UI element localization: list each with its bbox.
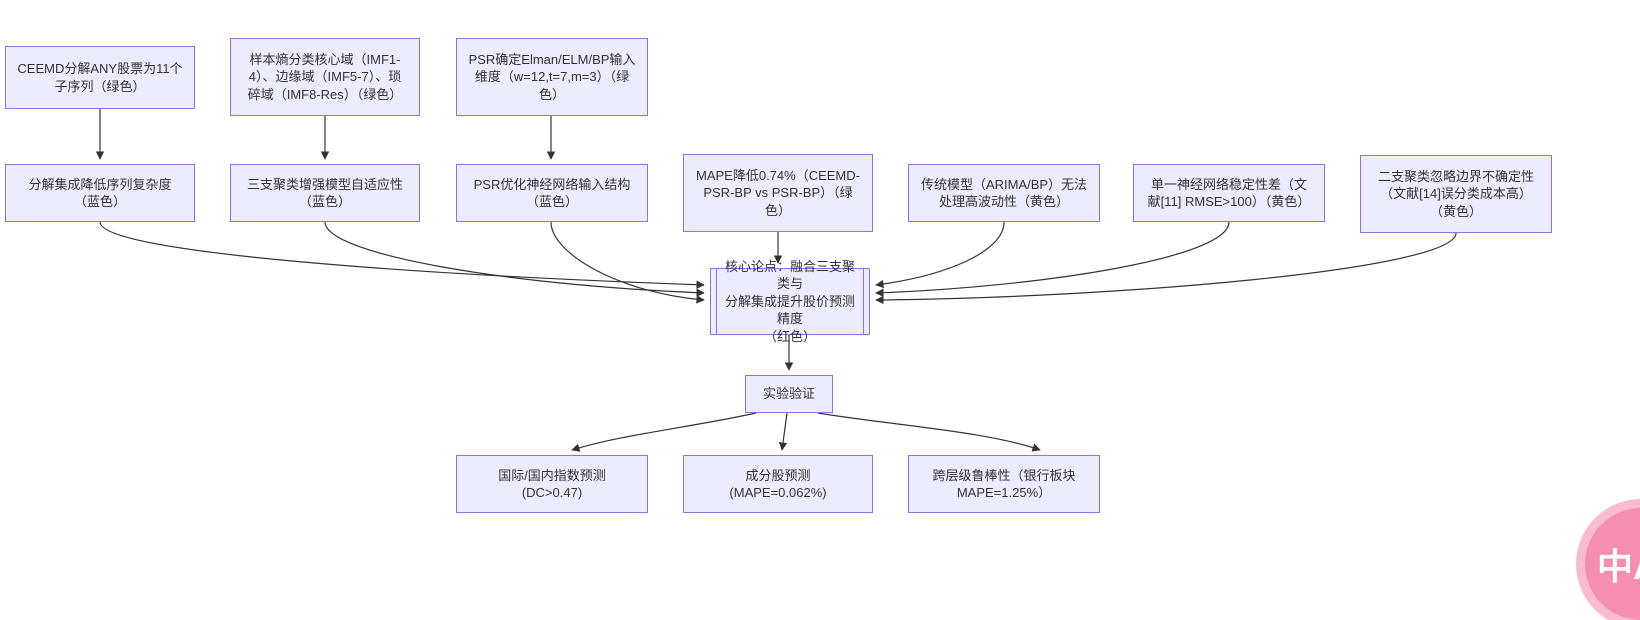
node-psr-input-dimension: PSR确定Elman/ELM/BP输入 维度（w=12,t=7,m=3）（绿 色… [456,38,648,116]
edge-d-k [99,221,705,289]
flowchart-canvas: CEEMD分解ANY股票为11个 子序列（绿色） 样本熵分类核心域（IMF1- … [5,38,1640,620]
node-index-prediction: 国际/国内指数预测 (DC>0.47) [456,455,648,513]
node-label: 跨层级鲁棒性（银行板块 MAPE=1.25%） [932,467,1076,501]
node-experiment-validation: 实验验证 [745,375,833,413]
edge-l-p2 [778,412,788,451]
edges-layer [95,109,1457,452]
edge-l-p1 [571,412,757,452]
node-label: 实验验证 [762,386,815,402]
node-traditional-model-limit: 传统模型（ARIMA/BP）无法 处理高波动性（黄色） [908,164,1100,222]
node-label: 分解集成降低序列复杂度 （蓝色） [28,176,172,210]
node-label: 国际/国内指数预测 (DC>0.47) [498,467,606,501]
node-label: 成分股预测 (MAPE=0.062%) [729,467,827,501]
node-mape-improvement: MAPE降低0.74%（CEEMD- PSR-BP vs PSR-BP）（绿 色… [683,154,873,232]
node-label: 传统模型（ARIMA/BP）无法 处理高波动性（黄色） [920,176,1088,210]
node-decomposition-complexity: 分解集成降低序列复杂度 （蓝色） [5,164,195,222]
edge-l-p3 [817,412,1041,452]
node-label: 样本熵分类核心域（IMF1- 4）、边缘域（IMF5-7）、琐 碎域（IMF8-… [247,51,403,102]
node-label: 三支聚类增强模型自适应性 （蓝色） [246,176,403,210]
translate-badge-label: 中A [1597,546,1640,587]
node-psr-input-structure: PSR优化神经网络输入结构 （蓝色） [456,164,648,222]
edge-i-k [875,221,1230,297]
node-label: PSR确定Elman/ELM/BP输入 维度（w=12,t=7,m=3）（绿 色… [468,51,636,102]
edge-j-k [875,232,1457,305]
node-sample-entropy-domains: 样本熵分类核心域（IMF1- 4）、边缘域（IMF5-7）、琐 碎域（IMF8-… [230,38,420,116]
edge-e-k [324,221,705,297]
node-label: MAPE降低0.74%（CEEMD- PSR-BP vs PSR-BP）（绿 色… [696,167,860,218]
node-single-nn-instability: 单一神经网络稳定性差（文 献[11] RMSE>100）（黄色） [1133,164,1325,222]
node-three-way-adaptivity: 三支聚类增强模型自适应性 （蓝色） [230,164,420,222]
node-label: 单一神经网络稳定性差（文 献[11] RMSE>100）（黄色） [1147,176,1311,210]
edge-f-k [550,221,705,304]
node-label: CEEMD分解ANY股票为11个 子序列（绿色） [17,61,183,94]
node-two-way-clustering-limit: 二支聚类忽略边界不确定性 （文献[14]误分类成本高） （黄色） [1360,155,1552,233]
node-constituent-prediction: 成分股预测 (MAPE=0.062%) [683,455,873,513]
node-cross-level-robustness: 跨层级鲁棒性（银行板块 MAPE=1.25%） [908,455,1100,513]
node-label: 二支聚类忽略边界不确定性 （文献[14]误分类成本高） （黄色） [1377,168,1534,219]
edge-h-k [875,221,1005,289]
node-core-thesis: 核心论点：融合三支聚类与 分解集成提升股价预测精度 （红色） [710,259,870,344]
node-label: 核心论点：融合三支聚类与 分解集成提升股价预测精度 （红色） [724,258,855,344]
node-ceemd-decompose: CEEMD分解ANY股票为11个 子序列（绿色） [5,46,195,109]
node-label: PSR优化神经网络输入结构 （蓝色） [473,176,631,210]
